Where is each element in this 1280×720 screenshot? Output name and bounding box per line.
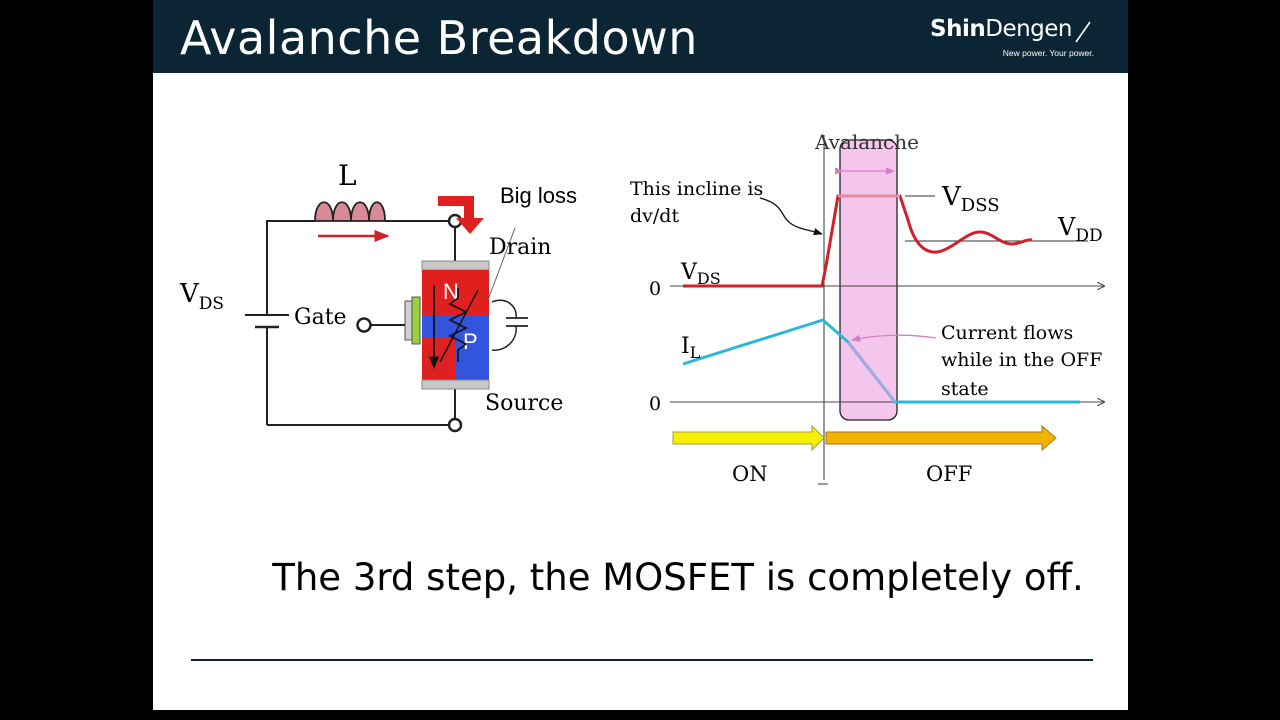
logo-slash-icon xyxy=(1075,21,1091,43)
source-terminal xyxy=(447,417,463,433)
body-diode-zigzag xyxy=(448,288,468,362)
vdss-label: VDSS xyxy=(941,182,1000,216)
circuit: L VDS Gate N P xyxy=(179,159,577,433)
caption-subtitle: The 3rd step, the MOSFET is completely o… xyxy=(272,556,1084,599)
avalanche-diagram: L VDS Gate N P xyxy=(179,130,1128,486)
avalanche-label: Avalanche xyxy=(814,130,919,154)
logo-wordmark-light: Dengen xyxy=(985,16,1072,42)
vds-trace-label: VDS xyxy=(680,260,721,288)
il-trace-label: IL xyxy=(681,334,701,362)
capacitance-curve-lower xyxy=(491,325,517,351)
capacitance-curve xyxy=(491,299,517,319)
vdss-label-sub: DSS xyxy=(961,195,1000,216)
vdd-label-sub: DD xyxy=(1075,226,1102,246)
current-note-line2: while in the OFF xyxy=(941,349,1102,371)
p-region-label: P xyxy=(463,329,478,354)
avalanche-diagonal xyxy=(439,289,479,363)
inductor-label: L xyxy=(338,159,357,192)
il-fall-highlight xyxy=(846,341,897,403)
gate-electrode xyxy=(404,300,413,341)
shindengen-logo: ShinDengen New power. Your power. xyxy=(930,14,1094,64)
current-note-line1: Current flows xyxy=(941,322,1073,344)
gate-label: Gate xyxy=(294,305,347,330)
vdd-label-main: V xyxy=(1057,213,1076,241)
il-axis-zero: 0 xyxy=(649,393,661,415)
on-label: ON xyxy=(732,462,768,486)
vds-label-main: V xyxy=(179,279,200,309)
big-loss-label: Big loss xyxy=(500,183,577,208)
vds-label: VDS xyxy=(179,279,224,314)
off-label: OFF xyxy=(926,462,972,486)
on-phase-arrow xyxy=(672,424,825,452)
waveform: Avalanche 0 0 This incline is dv/dt VDSS… xyxy=(630,130,1104,486)
wire-top xyxy=(266,220,315,315)
slide: Avalanche Breakdown ShinDengen New power… xyxy=(153,0,1128,710)
logo-tagline: New power. Your power. xyxy=(1002,48,1094,58)
big-loss-arrow-icon xyxy=(438,196,484,234)
logo-wordmark-bold: Shin xyxy=(930,16,986,42)
header-bar: Avalanche Breakdown ShinDengen New power… xyxy=(153,0,1128,73)
incline-note-arrow xyxy=(759,197,823,236)
current-note-arrow xyxy=(851,334,937,342)
incline-note-line2: dv/dt xyxy=(630,205,679,227)
bottom-divider xyxy=(191,659,1093,661)
vdd-label: VDD xyxy=(1057,213,1103,246)
vds-trace xyxy=(683,194,1033,288)
n-region-label: N xyxy=(443,279,459,304)
avalanche-window xyxy=(839,139,898,421)
drain-label: Drain xyxy=(489,235,551,260)
il-trace-label-main: I xyxy=(681,334,690,359)
vds-axis-zero: 0 xyxy=(649,278,661,300)
off-phase-arrow xyxy=(825,424,1057,452)
vds-label-sub: DS xyxy=(199,294,224,314)
page-title: Avalanche Breakdown xyxy=(180,11,698,65)
vds-trace-label-main: V xyxy=(680,260,698,285)
gate-oxide xyxy=(411,296,421,345)
current-note-line3: state xyxy=(941,378,989,400)
vds-trace-label-sub: DS xyxy=(697,269,721,288)
big-loss-leader xyxy=(487,227,516,301)
il-trace-label-sub: L xyxy=(690,343,701,362)
mosfet-bottom-metal xyxy=(421,379,490,390)
gate-terminal xyxy=(356,317,372,333)
incline-note-line1: This incline is xyxy=(630,178,763,200)
mosfet-top-metal xyxy=(421,260,490,271)
logo-wordmark: ShinDengen xyxy=(930,16,1072,42)
vdss-label-main: V xyxy=(941,182,962,212)
source-label: Source xyxy=(485,391,563,416)
inductor-coil xyxy=(314,201,386,222)
